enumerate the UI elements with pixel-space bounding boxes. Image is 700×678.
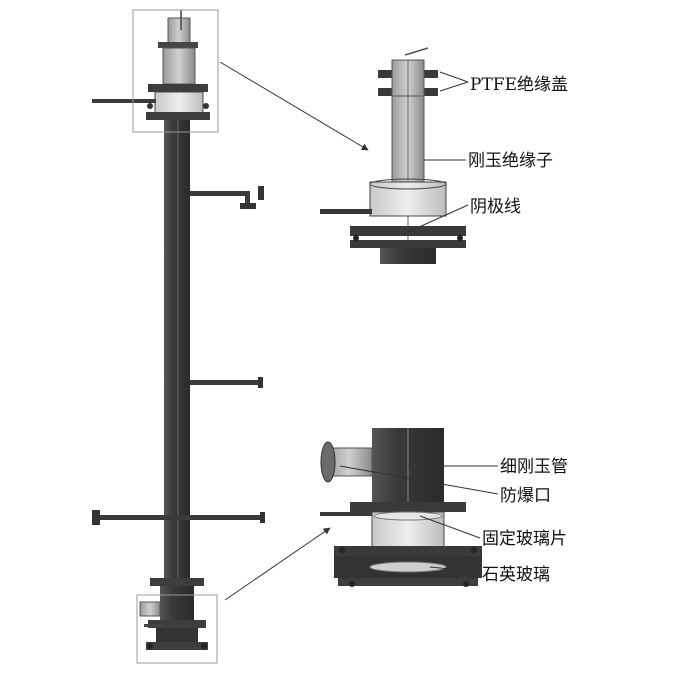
bolt-icon [147, 643, 153, 649]
leader-ptfe-2 [439, 81, 469, 92]
side-port-1-end [258, 186, 264, 200]
top-detail-flange-2 [350, 240, 466, 248]
side-port-3 [100, 515, 264, 520]
side-port-2 [190, 380, 260, 385]
quartz-glass-plate [369, 561, 447, 573]
label-explosion-port: 防爆口 [500, 486, 551, 506]
leader-lines [339, 71, 499, 573]
bottom-flange-2 [148, 620, 206, 628]
leader-fixed-glass [419, 515, 481, 539]
top-flange-small [158, 42, 198, 48]
top-detail-pipe [380, 248, 436, 264]
main-reactor [92, 10, 265, 650]
side-port-1-flange [240, 203, 256, 209]
bottom-plate [146, 642, 208, 650]
bottom-side-rod [320, 512, 372, 516]
top-inlet-tube [167, 17, 191, 47]
side-port-3-right-end [260, 512, 265, 523]
leader-cathode [407, 204, 469, 233]
top-detail-frame [132, 9, 219, 133]
bolt-icon [349, 581, 355, 587]
top-callout-arrow [219, 61, 369, 151]
bottom-detail-flange-2 [334, 546, 482, 556]
bottom-chamber [160, 586, 194, 620]
label-fixed-glass: 固定玻璃片 [482, 529, 567, 549]
leader-explosion-port [339, 465, 499, 495]
bottom-detail-plate [338, 578, 478, 586]
side-port-2-end [258, 377, 263, 388]
label-cathode-wire: 阴极线 [470, 197, 521, 217]
outer-cup-rim [369, 178, 447, 190]
bolt-icon [339, 547, 345, 553]
label-quartz-glass: 石英玻璃 [482, 565, 550, 585]
explosion-port-opening [320, 441, 336, 483]
bottom-flange-1 [150, 578, 204, 586]
bolt-icon [463, 581, 469, 587]
inlet-rod [320, 209, 372, 214]
bottom-detail-view [320, 428, 482, 587]
bolt-icon [457, 235, 463, 241]
bottom-detail-frame [136, 594, 218, 664]
bolt-icon [203, 103, 209, 109]
bolt-icon [147, 103, 153, 109]
main-column [164, 120, 190, 580]
top-detail-view [320, 47, 466, 264]
label-ptfe-cap: PTFE绝缘盖 [470, 75, 568, 95]
label-corundum-insulator: 刚玉绝缘子 [468, 151, 553, 171]
bottom-rod [144, 624, 162, 627]
side-port-1 [190, 191, 250, 196]
upper-flange [148, 84, 208, 92]
upper-bottom-flange [146, 112, 210, 120]
upper-insulator-housing [162, 47, 196, 85]
leader-quartz [429, 566, 481, 573]
bolt-icon [353, 235, 359, 241]
side-port-1-elbow [245, 191, 250, 205]
left-gas-inlet [92, 99, 156, 103]
bolt-icon [201, 643, 207, 649]
bottom-side-port [139, 601, 161, 617]
label-thin-corundum-tube: 细刚玉管 [500, 457, 568, 477]
bottom-base [156, 628, 198, 642]
bolt-icon [471, 547, 477, 553]
fixed-glass-plate [373, 511, 443, 521]
side-port-3-left-end [92, 510, 100, 525]
top-detail-wire [404, 47, 429, 56]
bottom-callout-arrow [224, 527, 331, 601]
top-detail-flange [350, 226, 466, 236]
bottom-detail-flange-1 [350, 502, 466, 512]
leader-ptfe-1 [439, 71, 469, 83]
upper-chamber [154, 91, 204, 115]
